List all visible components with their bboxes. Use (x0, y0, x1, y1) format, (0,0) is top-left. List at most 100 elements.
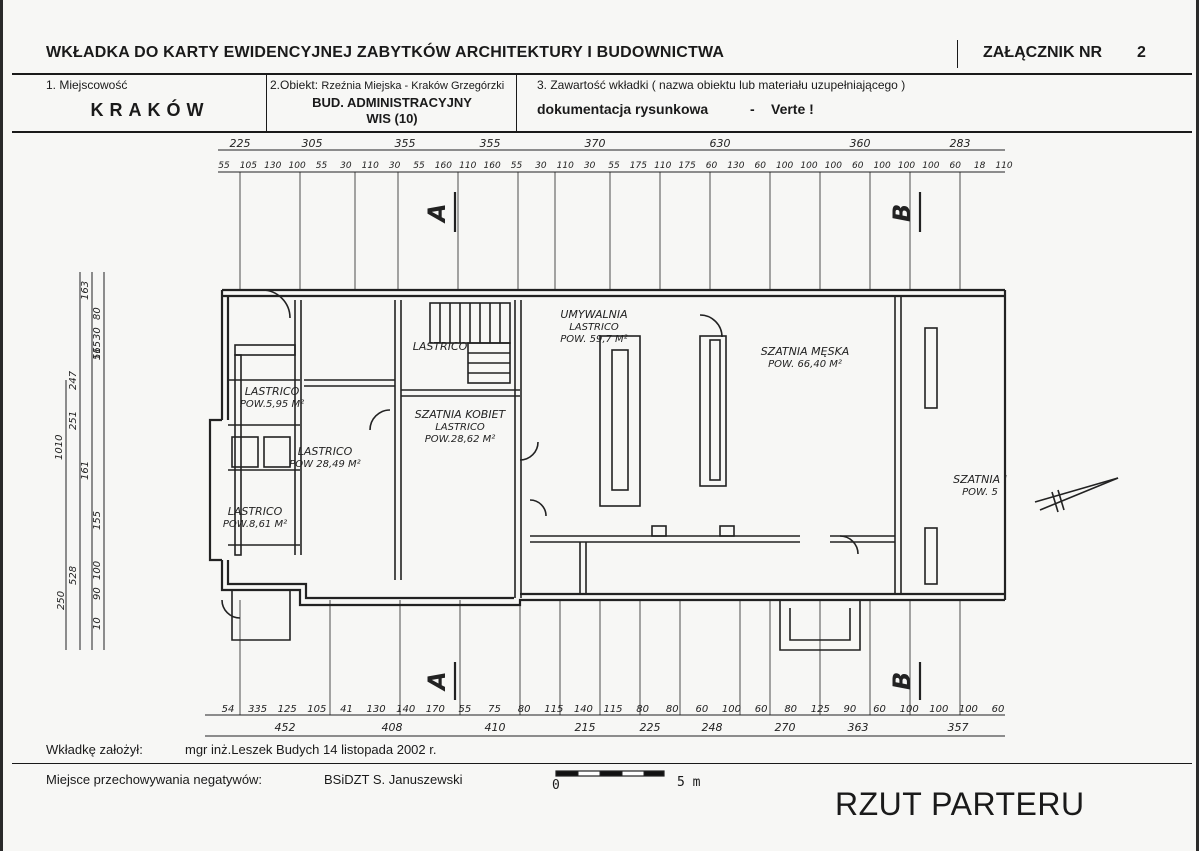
header-rule-top (12, 73, 1192, 75)
right-border-edge (1196, 0, 1199, 851)
dim-bottom-1: 130 (367, 704, 386, 715)
created-label: Wkładkę założył: (46, 742, 143, 757)
room-label-szatnia-meska: POW. 66,40 M² (768, 359, 842, 370)
dim-top-2: 160 (435, 161, 452, 171)
dim-top-2: 30 (584, 161, 596, 171)
dim-bottom-1: 125 (278, 704, 297, 715)
scale-end-label: 5 m (677, 775, 701, 790)
content-label: 3. Zawartość wkładki ( nazwa obiektu lub… (537, 78, 906, 92)
dim-bottom-1: 105 (307, 704, 326, 715)
annex-label: ZAŁĄCZNIK NR (983, 44, 1103, 61)
location-value: KRAKÓW (90, 100, 210, 120)
room-label-umywalnia: UMYWALNIA (560, 308, 627, 321)
dim-bottom-2: 452 (275, 721, 296, 734)
dim-bottom-1: 54 (222, 704, 235, 715)
object-label-prefix: 2.Obiekt: (270, 78, 319, 92)
dim-top-2: 110 (362, 161, 379, 171)
dim-top-2: 100 (922, 161, 939, 171)
dim-bottom-1: 90 (844, 704, 857, 715)
dim-top-2: 30 (340, 161, 352, 171)
object-label: 2.Obiekt: Rzeźnia Miejska - Kraków Grzeg… (270, 78, 504, 92)
room-label-lastrico-2: LASTRICO (298, 445, 353, 458)
dim-left: 163 (80, 281, 91, 300)
dim-bottom-1: 170 (426, 704, 445, 715)
dim-bottom-1: 55 (459, 704, 472, 715)
dim-bottom-1: 60 (992, 704, 1005, 715)
dim-top-2: 55 (413, 161, 425, 171)
dim-bottom-2: 357 (948, 721, 969, 734)
dim-top-1: 355 (395, 137, 416, 150)
section-mark: A (423, 203, 451, 224)
object-value-line1: BUD. ADMINISTRACYJNY (312, 95, 472, 110)
room-label-umywalnia: POW. 59,7 M² (560, 334, 627, 345)
room-label-lastrico-2: POW 28,49 M² (289, 459, 360, 470)
dim-top-1: 370 (585, 137, 606, 150)
dim-top-2: 130 (727, 161, 744, 171)
room-label-lastrico-1: LASTRICO (245, 385, 300, 398)
room-label-szatnia-i: SZATNIA I (953, 473, 1007, 486)
dim-bottom-1: 115 (603, 704, 622, 715)
room-label-szatnia-meska: SZATNIA MĘSKA (761, 345, 850, 358)
dim-bottom-1: 100 (959, 704, 978, 715)
dim-top-2: 55 (511, 161, 523, 171)
dim-top-1: 360 (850, 137, 871, 150)
dim-top-2: 55 (316, 161, 328, 171)
object-value-line2: WIS (10) (366, 111, 418, 126)
dim-top-2: 18 (974, 161, 986, 171)
dim-left: 1010 (54, 435, 65, 460)
dim-bottom-1: 75 (488, 704, 501, 715)
annex-number: 2 (1137, 44, 1146, 61)
section-mark: B (888, 204, 916, 222)
dim-left: 528 (68, 566, 79, 585)
section-mark: A (423, 671, 451, 692)
dim-top-2: 60 (706, 161, 718, 171)
dim-bottom-2: 410 (485, 721, 506, 734)
dim-top-2: 105 (240, 161, 257, 171)
dim-bottom-1: 80 (518, 704, 531, 715)
dim-top-2: 30 (389, 161, 401, 171)
content-value: dokumentacja rysunkowa (537, 101, 709, 117)
dim-top-2: 60 (852, 161, 864, 171)
room-label-szatnia-kobiet: LASTRICO (435, 422, 485, 433)
dim-left: 165 (92, 341, 103, 360)
dim-bottom-1: 125 (811, 704, 830, 715)
dim-bottom-2: 215 (575, 721, 596, 734)
room-label-lastrico-stair: LASTRICO (413, 340, 468, 353)
dim-bottom-1: 60 (755, 704, 768, 715)
dim-top-2: 100 (898, 161, 915, 171)
storage-value: BSiDZT S. Januszewski (324, 772, 463, 787)
dim-bottom-2: 408 (382, 721, 403, 734)
dim-top-2: 100 (825, 161, 842, 171)
room-label-szatnia-kobiet: SZATNIA KOBIET (415, 408, 507, 421)
dim-top-2: 100 (776, 161, 793, 171)
header-divider (957, 40, 958, 68)
dim-left: 90 (92, 587, 103, 600)
dim-bottom-1: 80 (666, 704, 679, 715)
dim-bottom-1: 100 (722, 704, 741, 715)
room-label-lastrico-3: LASTRICO (228, 505, 283, 518)
dim-top-1: 283 (950, 137, 971, 150)
dim-top-2: 60 (755, 161, 767, 171)
dim-top-2: 100 (874, 161, 891, 171)
dim-top-2: 160 (484, 161, 501, 171)
dim-top-2: 30 (535, 161, 547, 171)
dim-top-2: 175 (630, 161, 647, 171)
storage-label: Miejsce przechowywania negatywów: (46, 772, 263, 787)
dim-bottom-1: 100 (929, 704, 948, 715)
dim-left: 247 (68, 370, 79, 390)
dim-left: 51 (92, 347, 103, 360)
scale-start-label: 0 (552, 778, 560, 793)
dim-top-1: 225 (230, 137, 251, 150)
dim-left: 161 (80, 461, 91, 480)
dim-left: 30 (92, 327, 103, 340)
dim-bottom-1: 140 (396, 704, 415, 715)
dim-bottom-2: 248 (702, 721, 723, 734)
room-label-szatnia-kobiet: POW.28,62 M² (425, 434, 496, 445)
dim-bottom-1: 140 (574, 704, 593, 715)
object-label-name: Rzeźnia Miejska - Kraków Grzegórzki (321, 80, 505, 92)
section-mark: B (888, 672, 916, 690)
dim-left: 100 (92, 561, 103, 580)
dim-top-2: 100 (800, 161, 817, 171)
room-label-lastrico-3: POW.8,61 M² (223, 519, 287, 530)
